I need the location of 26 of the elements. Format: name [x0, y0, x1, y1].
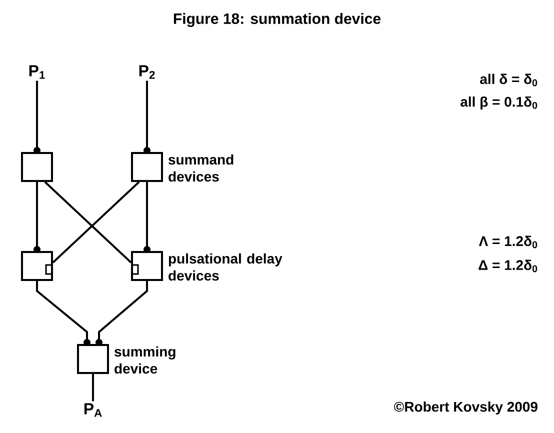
- input-connector: [34, 80, 40, 154]
- input-connector: [36, 281, 90, 346]
- input-connector: [144, 80, 150, 154]
- title: Figure 18: summation device: [174, 12, 381, 28]
- signal-label: P$_{2}$: [139, 65, 155, 79]
- parameter-note: Λ = 1.2δ$_{0}$: [478, 236, 538, 248]
- parameter-note: all β = 0.1δ$_{0}$: [460, 96, 538, 110]
- signal-label: P$_{A}$: [84, 403, 102, 417]
- signal-label: P$_{1}$: [29, 65, 45, 79]
- device-box: [131, 251, 163, 281]
- input-connector: [144, 182, 150, 253]
- device-box: [77, 344, 109, 374]
- input-connector: [34, 182, 40, 253]
- device-label: summing device: [114, 346, 176, 374]
- connector-line: [92, 374, 94, 402]
- input-connector: [96, 281, 148, 346]
- connector-line: [52, 181, 140, 264]
- copyright-note: ©Robert Kovsky 2009: [394, 401, 538, 414]
- connector-line: [44, 181, 132, 264]
- device-box: [21, 251, 53, 281]
- parameter-note: Δ = 1.2δ$_{0}$: [478, 260, 538, 272]
- device-label: summand devices: [168, 154, 234, 182]
- parameter-note: all δ = δ$_{0}$: [480, 74, 538, 86]
- device-label: pulsational delay devices: [168, 253, 282, 281]
- device-box: [21, 152, 53, 182]
- device-box: [131, 152, 163, 182]
